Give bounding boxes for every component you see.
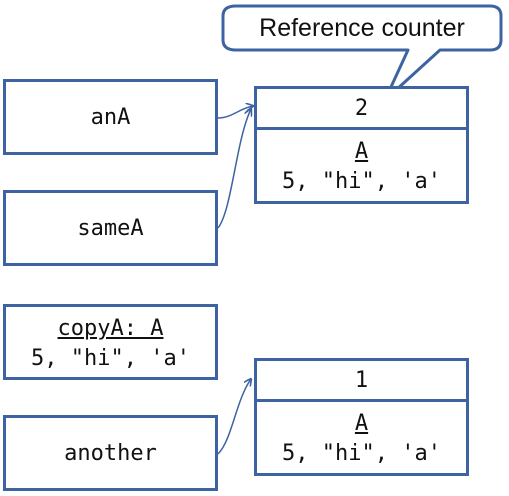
copy-object-box: copyA: A 5, "hi", 'a' — [3, 304, 218, 380]
variable-box-sameA: sameA — [3, 190, 218, 266]
object-type-1: A — [354, 139, 369, 164]
divider — [257, 399, 466, 402]
divider — [257, 127, 466, 130]
variable-label: sameA — [77, 215, 144, 241]
copy-object-title: copyA: A — [57, 316, 164, 341]
shared-object-box-2: 1 A 5, "hi", 'a' — [254, 358, 469, 476]
variable-label: another — [64, 440, 157, 466]
callout-bubble-shape — [221, 4, 503, 102]
arrow-another-to-object — [217, 379, 251, 455]
variable-box-anA: anA — [3, 79, 218, 155]
reference-counter-1: 2 — [354, 95, 369, 121]
object-values-1: 5, "hi", 'a' — [282, 169, 441, 194]
arrow-sameA-to-object — [217, 109, 251, 229]
variable-box-another: another — [3, 415, 218, 491]
reference-counter-2: 1 — [354, 367, 369, 393]
callout-label: Reference counter — [259, 13, 465, 42]
shared-object-box-1: 2 A 5, "hi", 'a' — [254, 86, 469, 204]
variable-label: anA — [90, 104, 131, 130]
object-type-2: A — [354, 411, 369, 436]
object-values-2: 5, "hi", 'a' — [282, 441, 441, 466]
copy-object-values: 5, "hi", 'a' — [31, 346, 190, 371]
